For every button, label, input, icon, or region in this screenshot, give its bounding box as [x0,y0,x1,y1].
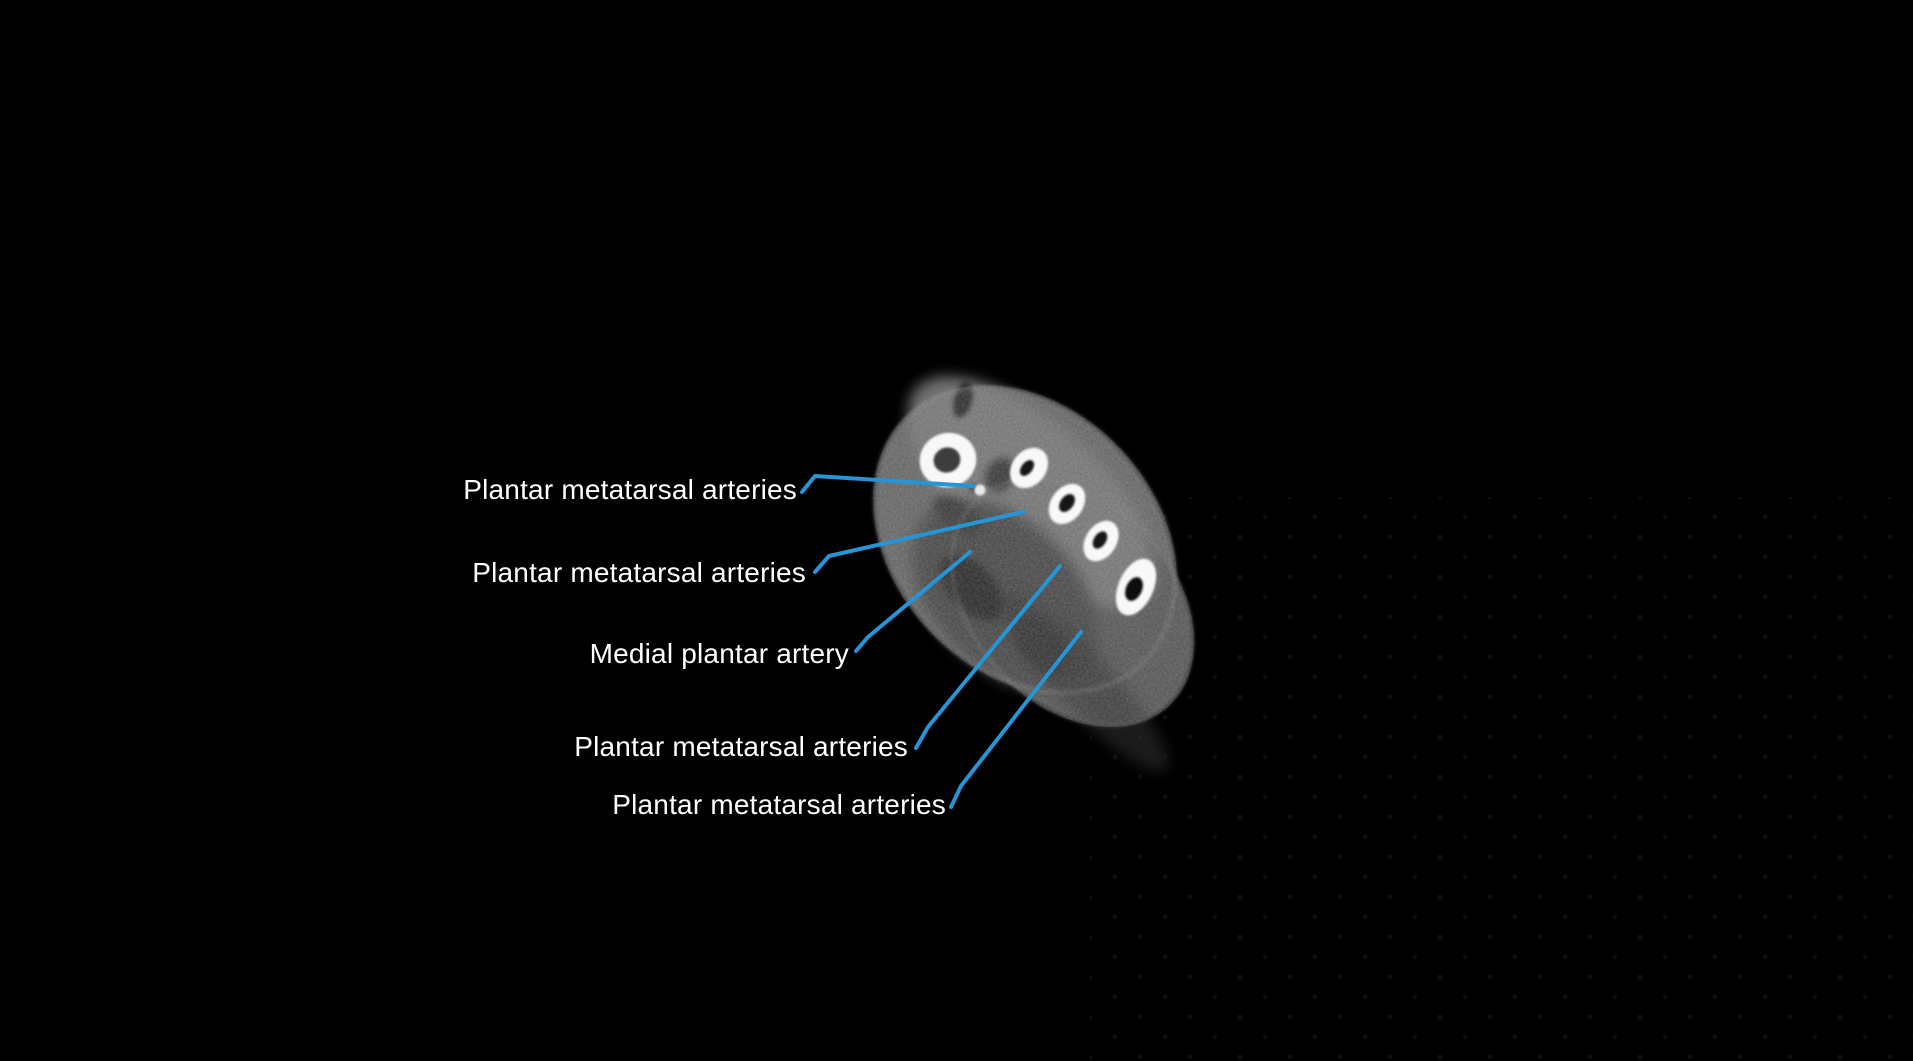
annotation-label[interactable]: Plantar metatarsal arteries [463,473,797,505]
foot-soft-tissue [855,360,1210,772]
leader-line [854,550,972,653]
metatarsal-2-bone [1009,447,1049,489]
leader-line [800,474,975,494]
metatarsal-1-bone [919,432,977,488]
leader-line [914,564,1062,750]
annotation-label[interactable]: Plantar metatarsal arteries [472,556,806,588]
annotation-label[interactable]: Medial plantar artery [589,637,849,669]
annotation-label[interactable]: Plantar metatarsal arteries [574,730,908,762]
leader-line [813,510,1025,574]
metatarsal-4-bone [1083,520,1119,562]
metatarsal-3-bone [1048,483,1086,525]
leader-line [949,630,1083,809]
metatarsal-bones [919,432,1157,616]
ct-noise-texture [855,360,1210,745]
watermark-dot-pattern [1090,497,1913,1061]
annotation-label[interactable]: Plantar metatarsal arteries [612,788,946,820]
sesamoid-bone [974,484,986,496]
metatarsal-5-bone [1115,558,1157,616]
leader-lines [800,474,1083,809]
